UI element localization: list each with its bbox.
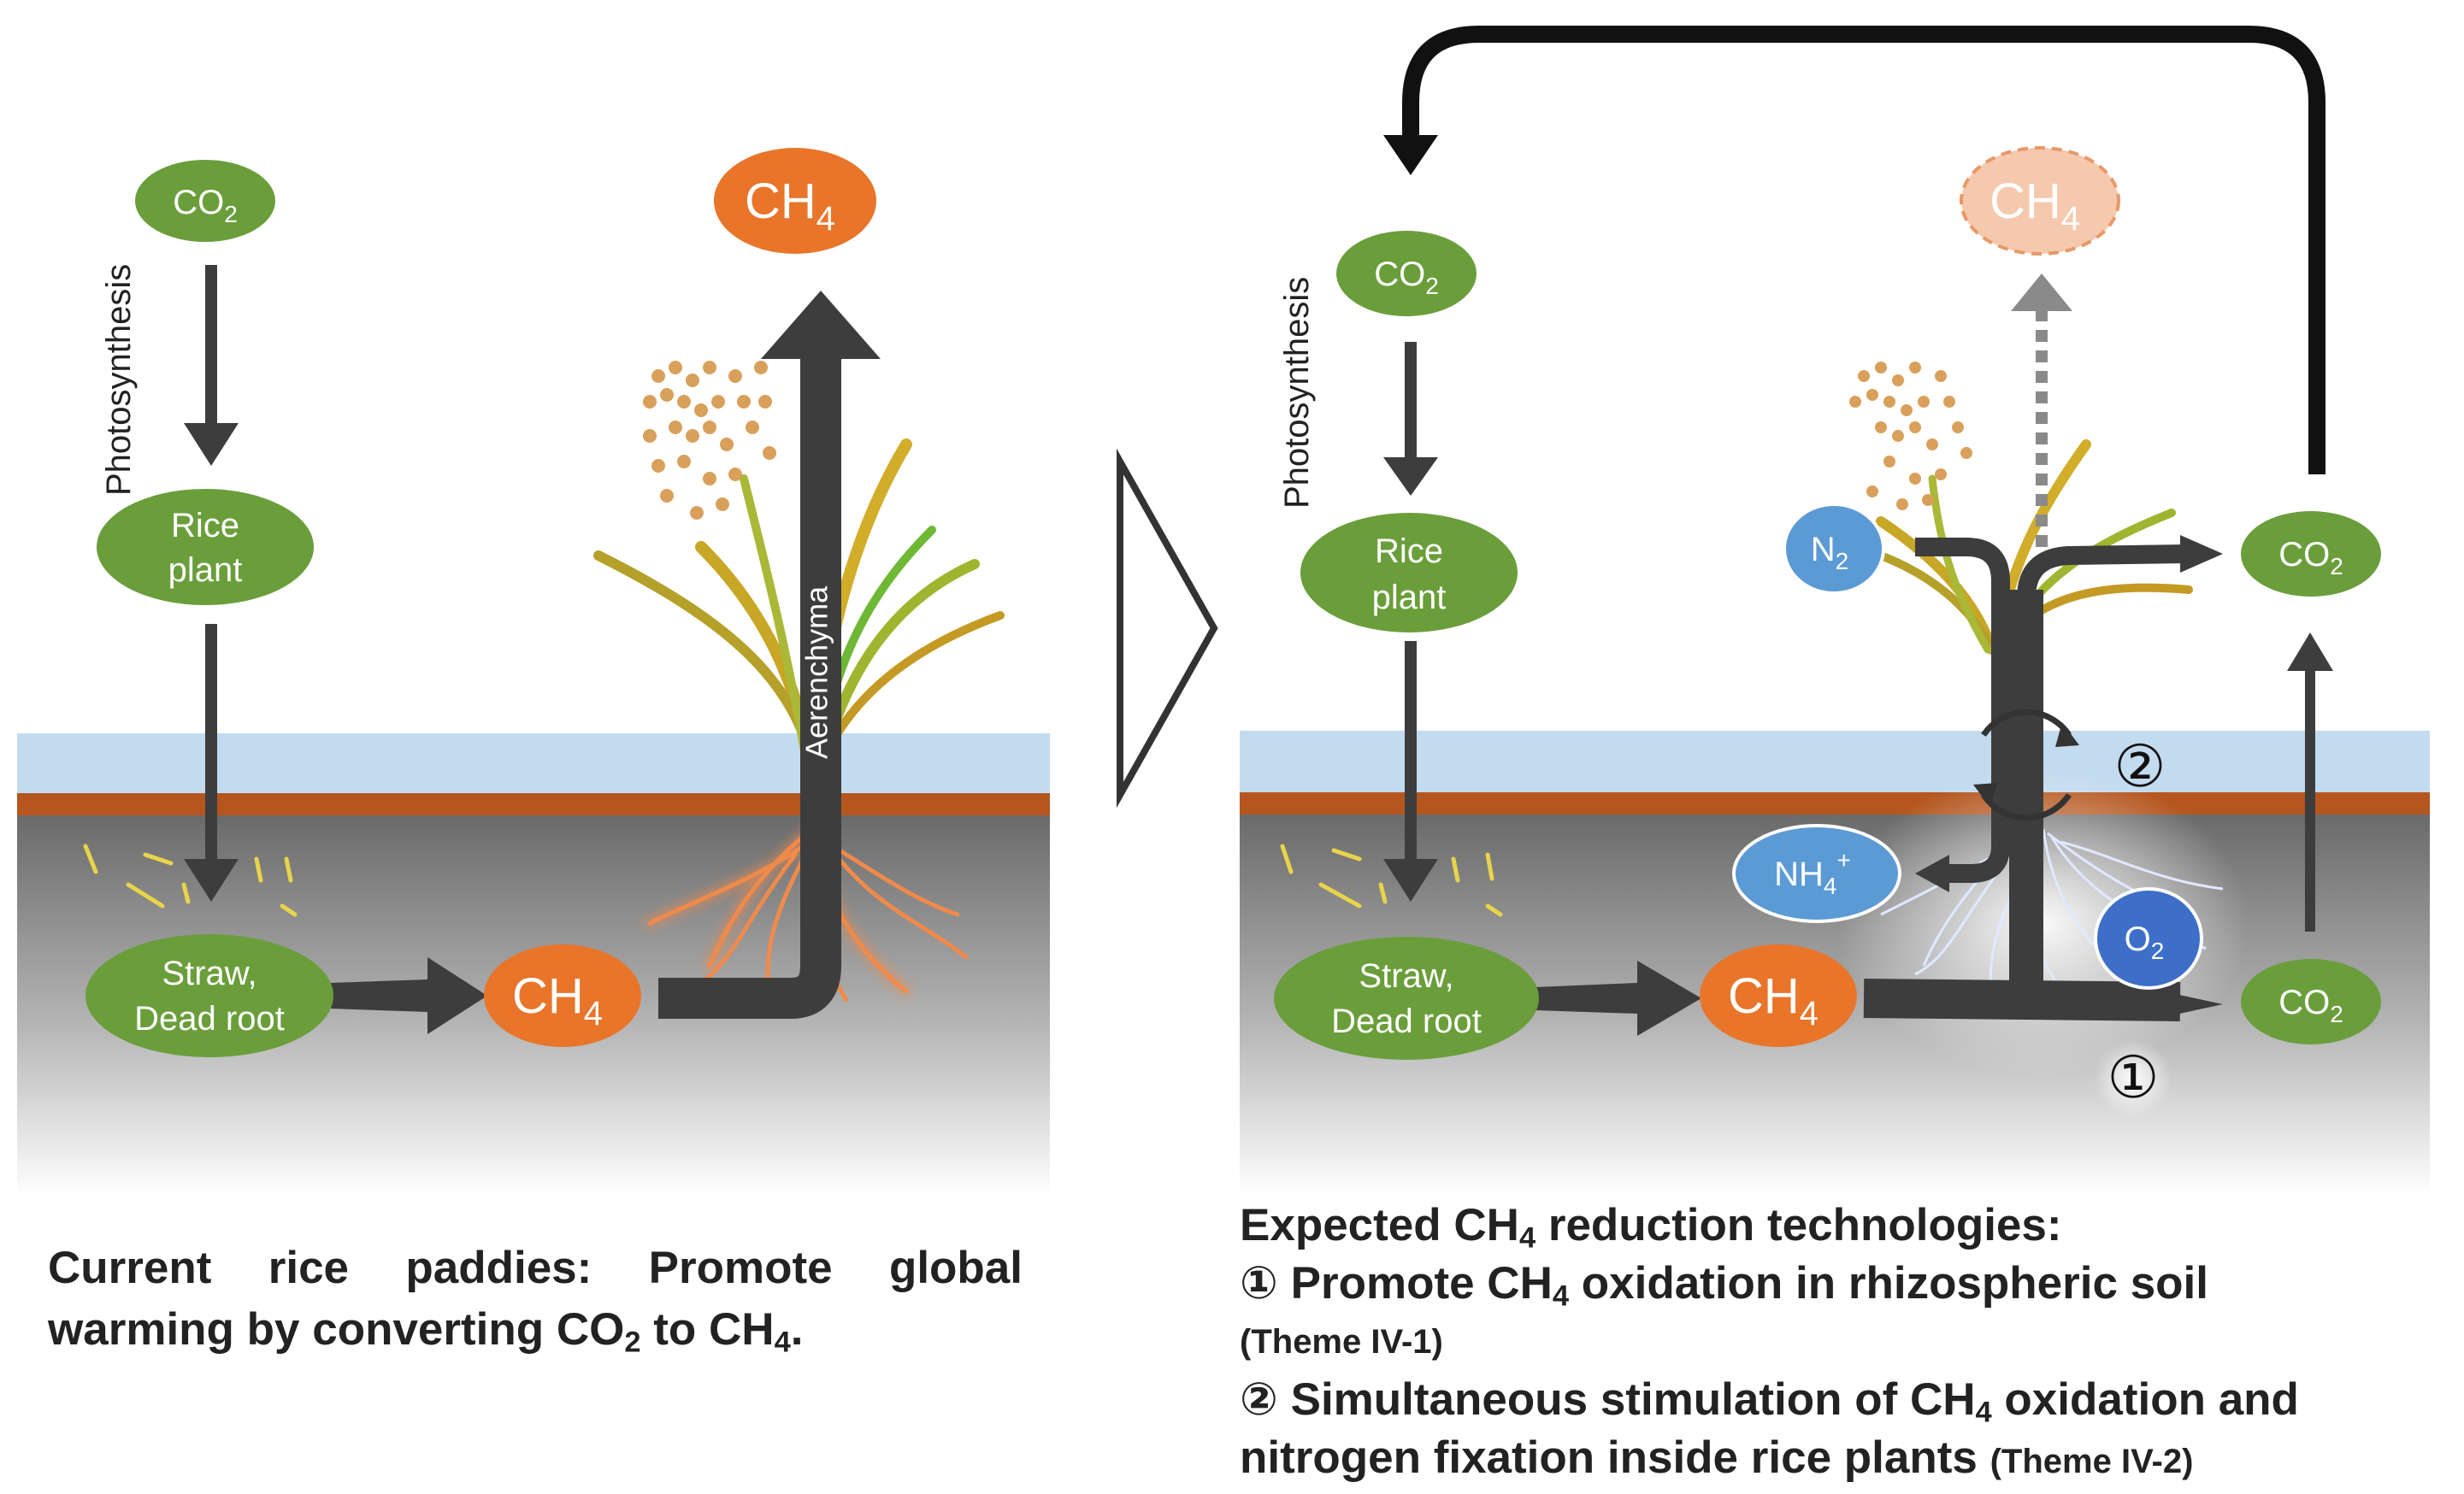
right-caption: Expected CH4 reduction technologies: ① P… [1240,1197,2437,1491]
right-marker-1: ① [2107,1044,2160,1112]
right-arrow-straw-to-ch4 [1535,961,1701,1036]
left-water-layer [17,733,1050,793]
left-straw-fragments [83,844,298,917]
right-caption-l4-sub: 4 [1975,1396,1992,1429]
left-straw-node [85,934,333,1057]
right-panel: Photosynthesis CO2 Rice plant Straw, Dea… [1240,26,2430,1197]
left-ch4-top-text: CH4 [745,174,835,238]
right-n2-node [1783,503,1885,595]
right-caption-line2: ① Promote CH4 oxidation in rhizospheric … [1240,1255,2437,1313]
right-ch4-faded-text: CH4 [1989,174,2080,238]
right-caption-l2a: ① Promote CH [1240,1258,1553,1309]
right-caption-l1b: reduction technologies: [1536,1200,2062,1250]
left-co2-text: CO2 [173,184,238,227]
left-aerenchyma-label: Aerenchyma [799,585,834,759]
right-recycle-loop-arrow [1402,26,2325,474]
right-co2-text: CO2 [1374,256,1439,299]
right-caption-l5-small: (Theme IV-2) [1989,1443,2194,1480]
right-rice-plant-node [1300,513,1518,632]
left-ch4-node [484,944,641,1047]
right-o2-node [2094,887,2203,990]
left-arrowhead-rice-to-straw [184,859,239,902]
right-rice-line2: plant [1372,579,1447,616]
right-nh4-text: NH4+ [1774,847,1851,899]
right-nh4-node [1732,824,1901,923]
right-straw-line1: Straw, [1359,957,1453,995]
right-caption-l5a: nitrogen fixation inside rice plants [1240,1432,1990,1483]
right-co2-lower-text: CO2 [2278,984,2343,1027]
right-faded-ch4-arrowhead [2011,274,2072,311]
right-arrowhead-co2-to-rice [1383,457,1438,496]
transition-chevron-icon [1117,448,1218,809]
left-caption-b: to CH [640,1304,775,1355]
left-panel: Aerenchyma Photosynthesis CO2 Rice plant… [17,148,1050,1197]
left-rice-line1: Rice [171,507,239,544]
right-arrowhead-nh4 [1915,855,1949,892]
right-marker-2: ② [2114,733,2166,801]
left-caption: Current rice paddies: Promote global war… [48,1238,1023,1361]
right-marker-1-glow [2094,1039,2172,1118]
left-straw-line2: Dead root [134,1000,285,1038]
right-caption-l1a: Expected CH [1240,1200,1519,1250]
right-caption-line1: Expected CH4 reduction technologies: [1240,1197,2437,1255]
left-caption-c: . [790,1304,804,1355]
right-arrowhead-co2-upper [2180,535,2223,573]
right-co2-upper-node [2241,511,2381,597]
right-co2-node [1336,231,1477,316]
right-arrowhead-co2-lower-to-upper [2287,632,2333,671]
left-rice-plant-node [97,489,314,605]
left-caption-sub1: 2 [624,1326,641,1359]
right-o2-text: O2 [2125,921,2165,964]
right-recycle-arrows-icon [1973,709,2079,821]
left-ch4-top-node [714,148,876,254]
right-straw-fragments [1280,844,1503,917]
right-soil-top [1240,792,2430,815]
right-straw-node [1274,937,1539,1060]
right-loop-arrowhead [1383,135,1438,175]
right-caption-l4b: oxidation and [1991,1374,2299,1425]
left-arrow-straw-to-ch4 [329,957,487,1034]
right-co2-lower-node [2241,959,2381,1044]
left-ch4-text: CH4 [512,968,603,1032]
right-rice-line1: Rice [1375,532,1443,570]
right-straw-line2: Dead root [1331,1003,1482,1040]
right-photosynthesis-label: Photosynthesis [1278,277,1316,509]
left-caption-a: Current rice paddies: Promote global war… [48,1243,1023,1355]
right-n2-text: N2 [1811,531,1848,574]
right-caption-l2b: oxidation in rhizospheric soil [1569,1258,2208,1309]
right-caption-l4a: ② Simultaneous stimulation of CH [1240,1374,1976,1425]
right-ch4-faded-node [1960,146,2120,256]
right-ch4-text: CH4 [1728,968,1819,1032]
left-co2-node [135,160,275,242]
right-caption-l2-sub: 4 [1552,1279,1570,1313]
left-caption-sub2: 4 [774,1326,791,1359]
right-ch4-node [1700,944,1857,1047]
left-aerenchyma-arrow [658,350,841,1019]
right-caption-l1-sub: 4 [1518,1221,1536,1255]
right-n2-to-nh4-arrow [1915,538,2010,883]
left-soil-top [17,793,1050,815]
right-arrowhead-rice-to-straw [1383,859,1438,902]
right-water-layer [1240,731,2430,792]
left-aerenchyma-arrowhead [761,291,881,359]
left-straw-line1: Straw, [162,955,256,992]
right-arrowhead-co2-lower [2172,993,2223,1015]
right-caption-line4: ② Simultaneous stimulation of CH4 oxidat… [1240,1371,2437,1429]
right-co2-upper-text: CO2 [2278,536,2343,579]
right-ch4-to-co2-arrow [1863,979,2181,1021]
left-rice-line2: plant [168,551,243,589]
right-branch-to-co2-upper [2017,544,2190,599]
left-photosynthesis-label: Photosynthesis [100,264,138,496]
left-arrowhead-co2-to-rice [184,423,239,466]
right-caption-line3: (Theme IV-1) [1240,1323,1443,1361]
right-caption-line5: nitrogen fixation inside rice plants (Th… [1240,1429,2437,1491]
